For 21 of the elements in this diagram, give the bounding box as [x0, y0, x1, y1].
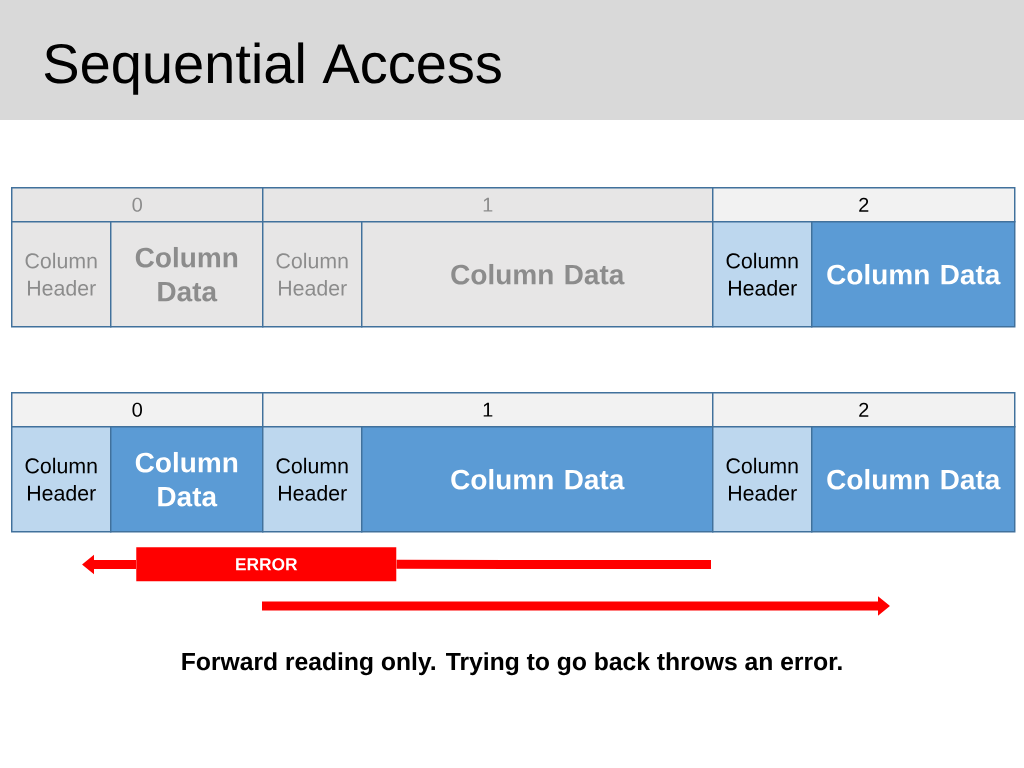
column-data-cell: Column Data: [110, 426, 264, 533]
index-cell: 0: [11, 187, 264, 223]
index-cell: 2: [712, 187, 1016, 223]
connector-line: [396, 559, 711, 569]
column-data-cell: Column Data: [811, 221, 1016, 328]
index-cell: 1: [262, 187, 714, 223]
error-box: ERROR: [136, 547, 397, 582]
column-header-cell: Column Header: [712, 426, 813, 533]
column-header-cell: Column Header: [712, 221, 813, 328]
column-data-cell: Column Data: [811, 426, 1016, 533]
title: Sequential Access: [44, 42, 501, 95]
column-data-cell: Column Data: [110, 221, 264, 328]
index-cell: 0: [11, 392, 264, 428]
index-cell: 1: [262, 392, 714, 428]
column-header-cell: Column Header: [262, 221, 363, 328]
column-data-cell: Column Data: [361, 426, 714, 533]
column-header-cell: Column Header: [262, 426, 363, 533]
index-cell: 2: [712, 392, 1016, 428]
column-header-cell: Column Header: [11, 426, 112, 533]
column-header-cell: Column Header: [11, 221, 112, 328]
caption: Forward reading only. Trying to go back throws an error.: [182, 652, 842, 676]
